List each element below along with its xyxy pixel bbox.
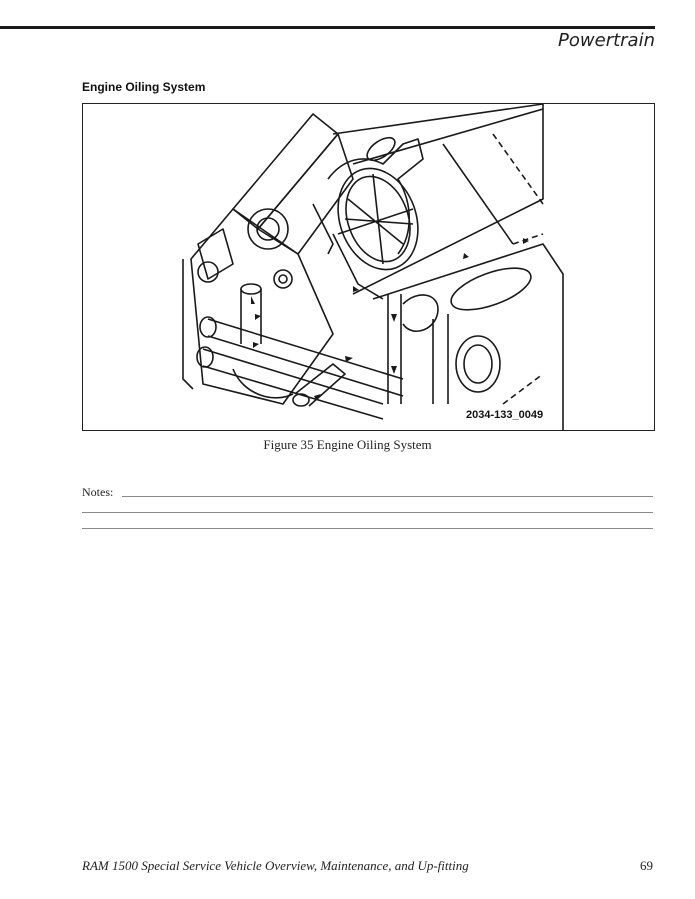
figure-id-label: 2034-133_0049 (466, 409, 544, 421)
page-number: 69 (640, 858, 653, 873)
section-title: Powertrain (558, 30, 655, 51)
notes-line-2 (82, 512, 653, 513)
footer-document-title: RAM 1500 Special Service Vehicle Overvie… (82, 858, 469, 873)
notes-line-1 (122, 496, 653, 497)
figure-frame: 2034-133_0049 (82, 103, 655, 431)
notes-line-3 (82, 528, 653, 529)
engine-oiling-illustration (182, 104, 564, 430)
subheading: Engine Oiling System (82, 80, 206, 94)
header-rule (0, 26, 655, 29)
figure-caption: Figure 35 Engine Oiling System (263, 437, 432, 452)
notes-label: Notes: (82, 485, 114, 499)
